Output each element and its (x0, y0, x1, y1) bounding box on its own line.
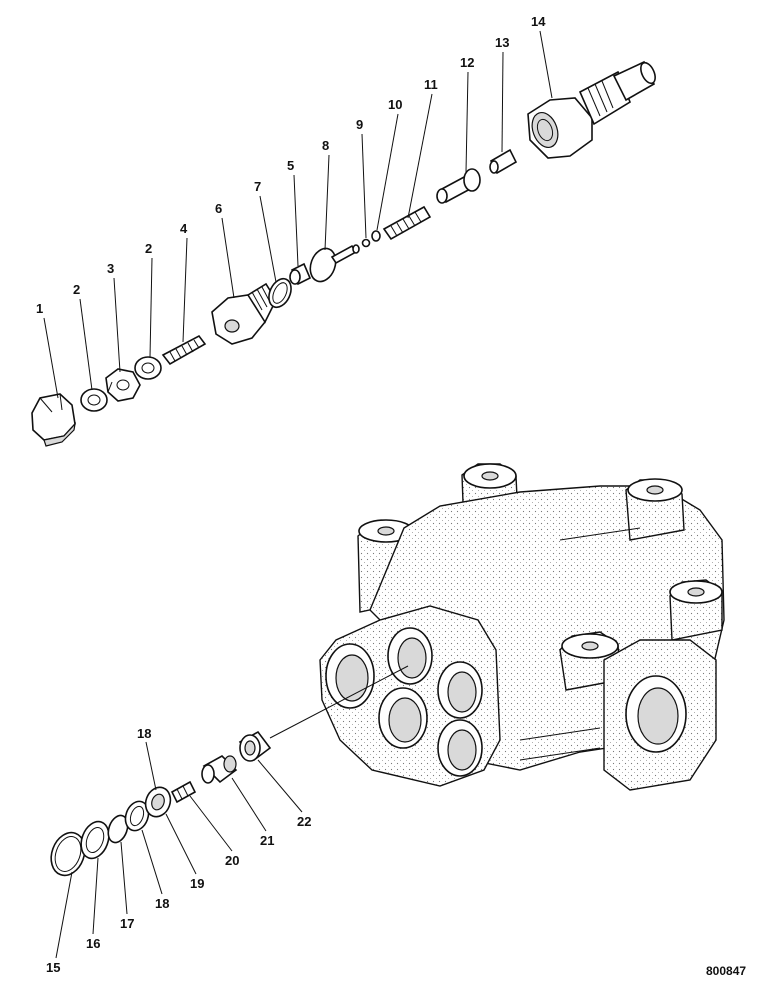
part-21-poppet (201, 755, 238, 784)
valve-body (319, 463, 725, 791)
part-2-washer-a (80, 388, 108, 412)
part-20-spring (170, 780, 197, 804)
callout-2b: 2 (145, 241, 152, 256)
part-4-adjusting-screw (161, 334, 207, 366)
callout-7: 7 (254, 179, 261, 194)
callout-1: 1 (36, 301, 43, 316)
callout-11: 11 (424, 77, 438, 92)
part-12-piston (436, 168, 481, 204)
part-16-washer (80, 820, 110, 860)
callout-22: 22 (297, 814, 311, 829)
part-14-cartridge-body (527, 60, 656, 159)
part-9-ball (361, 238, 371, 248)
callout-15: 15 (46, 960, 60, 975)
callout-18b: 18 (155, 896, 169, 911)
callout-16: 16 (86, 936, 100, 951)
callout-10: 10 (388, 97, 402, 112)
part-3-hex-nut (105, 368, 141, 402)
leader-lines-lower (55, 741, 303, 959)
part-5-seat (289, 262, 312, 286)
callout-6: 6 (215, 201, 222, 216)
callout-14: 14 (531, 14, 546, 29)
part-8-poppet (309, 244, 360, 283)
part-17-o-ring (107, 814, 129, 844)
part-19-seat (144, 786, 172, 818)
part-10-ring (371, 230, 381, 242)
part-11-spring (382, 205, 432, 241)
callout-4: 4 (180, 221, 188, 236)
leader-lines-upper (43, 30, 553, 399)
callout-19: 19 (190, 876, 204, 891)
part-6-housing-plug (211, 282, 277, 345)
callout-8: 8 (322, 138, 329, 153)
callout-9: 9 (356, 117, 363, 132)
part-22-plug (238, 730, 272, 762)
part-2-washer-b (134, 356, 162, 380)
part-15-o-ring (50, 831, 86, 877)
drawing-ref-number: 800847 (706, 964, 746, 978)
callout-3: 3 (107, 261, 114, 276)
callout-20: 20 (225, 853, 239, 868)
callout-13: 13 (495, 35, 509, 50)
part-18-washer-a (124, 800, 150, 832)
callout-5: 5 (287, 158, 294, 173)
callout-18a: 18 (137, 726, 151, 741)
part-7-o-ring (268, 277, 292, 309)
part-13-sleeve (489, 148, 518, 175)
callout-2a: 2 (73, 282, 80, 297)
callout-21: 21 (260, 833, 274, 848)
part-1-cap-nut (31, 393, 76, 447)
callout-12: 12 (460, 55, 474, 70)
callout-17: 17 (120, 916, 134, 931)
leader-body (269, 665, 409, 739)
